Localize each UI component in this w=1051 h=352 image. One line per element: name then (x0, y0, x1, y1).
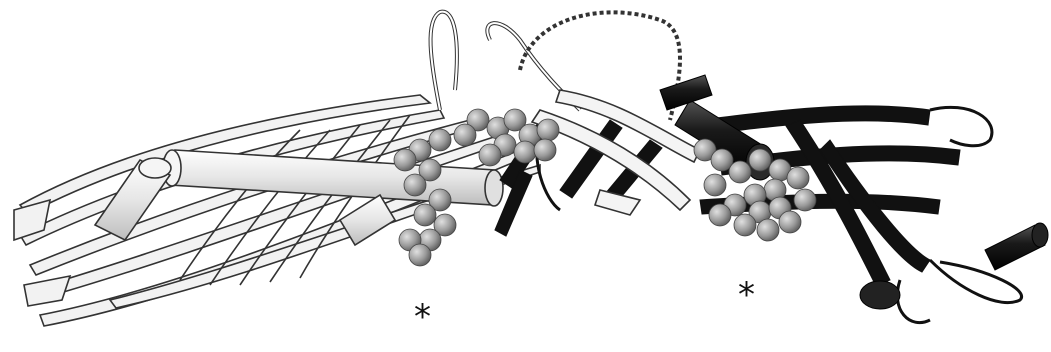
asterisk-marker-left: * (414, 300, 431, 334)
asterisk-marker-right: * (738, 278, 755, 312)
